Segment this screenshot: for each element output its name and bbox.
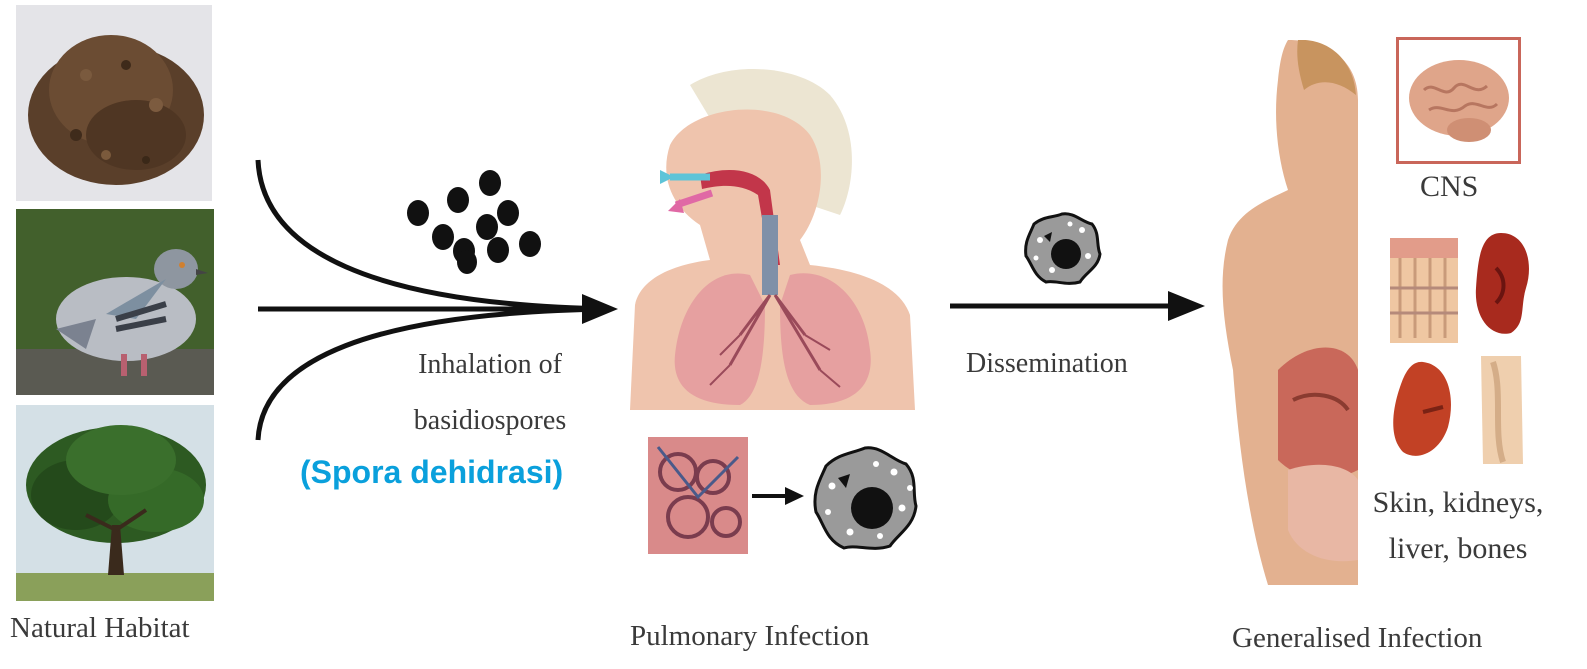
organs-label: Skin, kidneys, liver, bones <box>1358 480 1558 572</box>
inhalation-label-line2: basidiospores <box>380 401 600 441</box>
kidney-icon <box>1466 228 1536 338</box>
generalised-infection-label: Generalised Infection <box>1232 622 1482 655</box>
cryptococcus-cell-large-icon <box>810 444 920 552</box>
skin-icon <box>1390 228 1460 346</box>
inhalation-label: Inhalation of basidiospores <box>380 345 600 441</box>
basidiospores-icon <box>407 170 541 274</box>
inhalation-arrowhead <box>582 294 618 324</box>
cns-label: CNS <box>1420 170 1478 204</box>
inhalation-label-line1: Inhalation of <box>380 345 600 385</box>
alveoli-closeup-image <box>648 437 748 554</box>
dissemination-label: Dissemination <box>966 348 1128 380</box>
organs-label-line2: liver, bones <box>1358 526 1558 572</box>
spora-dehidrasi-note: (Spora dehidrasi) <box>300 454 563 491</box>
organs-label-line1: Skin, kidneys, <box>1358 480 1558 526</box>
cns-brain-frame <box>1396 37 1521 164</box>
cryptococcus-cell-icon <box>1022 210 1102 286</box>
dissemination-arrowhead <box>1168 291 1205 321</box>
brain-icon <box>1399 40 1518 161</box>
respiratory-anatomy-illustration <box>630 65 915 410</box>
bone-icon <box>1473 352 1529 468</box>
pulmonary-infection-label: Pulmonary Infection <box>630 620 869 653</box>
liver-icon <box>1388 357 1458 465</box>
body-anatomy-illustration <box>1218 40 1358 585</box>
